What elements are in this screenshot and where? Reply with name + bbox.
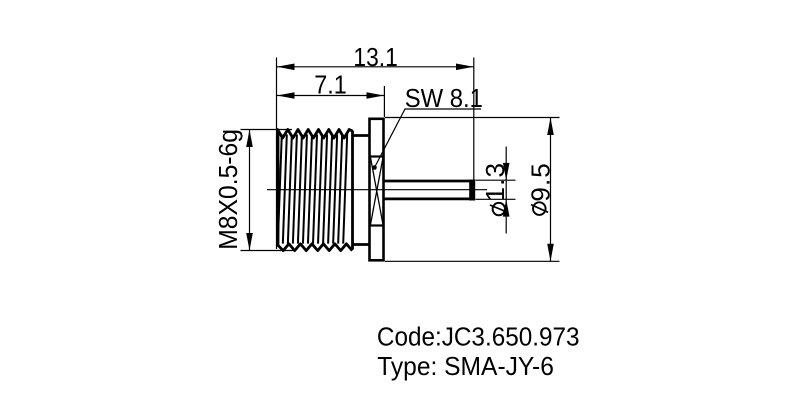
svg-text:9.5: 9.5 <box>525 162 555 201</box>
svg-text:1.3: 1.3 <box>480 162 510 201</box>
svg-text:13.1: 13.1 <box>353 43 397 72</box>
svg-text:SW 8.1: SW 8.1 <box>405 84 483 113</box>
svg-text:Code:JC3.650.973: Code:JC3.650.973 <box>377 323 580 352</box>
svg-text:Type: SMA-JY-6: Type: SMA-JY-6 <box>377 352 554 381</box>
svg-text:M8X0.5-6g: M8X0.5-6g <box>214 129 243 250</box>
svg-text:7.1: 7.1 <box>314 71 347 99</box>
